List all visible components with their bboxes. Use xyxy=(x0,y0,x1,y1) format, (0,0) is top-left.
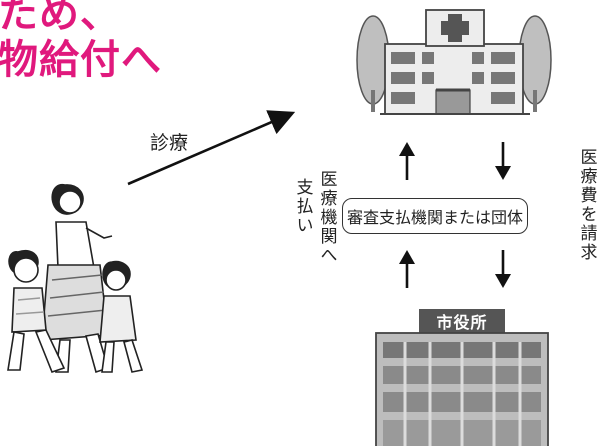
family-illustration xyxy=(7,184,144,374)
review-payment-agency-box: 審査支払機関または団体 xyxy=(342,198,528,234)
headline-line-2: 物給付へ xyxy=(0,36,162,83)
medical-fee-claim-label: 医療費を請求 xyxy=(576,148,597,262)
arrow-up-icon xyxy=(399,250,415,288)
shinryo-arrow-icon xyxy=(127,110,296,186)
arrow-up-icon xyxy=(399,142,415,180)
city-hall-icon xyxy=(375,309,549,446)
headline-line-1: ため、 xyxy=(0,0,121,37)
city-hall-sign: 市役所 xyxy=(436,313,488,332)
pay-to-medical-institution-label-b: 支払い xyxy=(292,178,313,235)
hospital-icon xyxy=(356,9,552,115)
shinryo-label: 診療 xyxy=(150,132,189,154)
arrow-down-icon xyxy=(495,250,511,288)
pay-to-medical-institution-label-a: 医療機関へ xyxy=(316,170,337,265)
arrow-down-icon xyxy=(495,142,511,180)
